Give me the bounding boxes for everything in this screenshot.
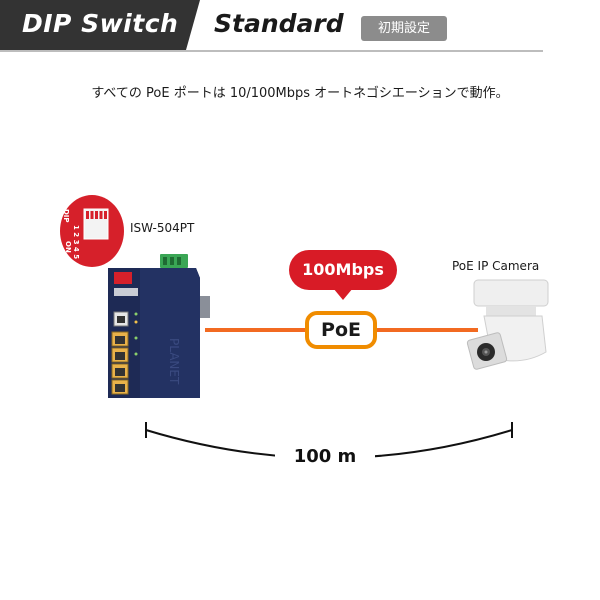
header: DIP Switch Standard 初期設定 — [0, 0, 600, 52]
device-model-label: ISW-504PT — [130, 221, 195, 235]
distance-label: 100 m — [275, 442, 375, 472]
speed-bubble-pointer — [333, 288, 353, 300]
header-divider — [0, 50, 543, 52]
title-standard: Standard — [214, 9, 344, 38]
dip-on-label: ON — [64, 241, 72, 253]
svg-text:PLANET: PLANET — [167, 338, 181, 385]
title-dip-switch: DIP Switch — [22, 9, 179, 38]
description-text: すべての PoE ポートは 10/100Mbps オートネゴシエーションで動作。 — [91, 86, 509, 101]
dip-label: DIP — [62, 209, 70, 223]
header-background — [0, 0, 200, 50]
camera-label: PoE IP Camera — [452, 259, 540, 273]
poe-label-box: PoE — [305, 311, 377, 349]
default-settings-badge: 初期設定 — [361, 16, 447, 41]
speed-bubble: 100Mbps — [289, 250, 397, 290]
dip-switch-icon — [83, 208, 109, 240]
dip-switch-callout: DIP 1 2 3 4 5 ON — [60, 195, 124, 267]
dip-numbers-label: 1 2 3 4 5 — [72, 225, 80, 260]
switch-device-icon: PLANET — [108, 254, 210, 398]
ip-camera-icon — [466, 279, 549, 370]
